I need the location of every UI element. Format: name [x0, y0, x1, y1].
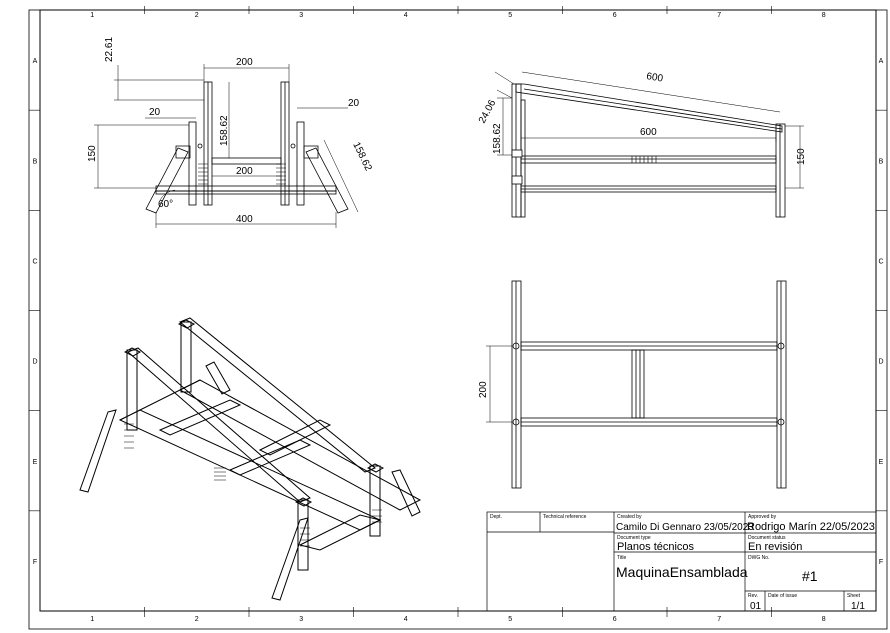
dim-post-height: 158.62: [219, 115, 230, 146]
zone-row-label: D: [878, 359, 883, 366]
dim-mid-width: 200: [236, 166, 253, 177]
isometric-view: [79, 317, 422, 601]
sheet-value: 1/1: [851, 601, 865, 612]
zone-row-label: D: [32, 359, 37, 366]
top-view: [511, 280, 787, 489]
dim-base-length: 600: [640, 127, 657, 138]
zone-column-label: 6: [613, 12, 617, 19]
zone-row-label: C: [32, 258, 37, 265]
created-by-label: Created by: [617, 514, 642, 520]
zone-row-label: C: [878, 258, 883, 265]
zone-row-label: E: [33, 459, 38, 466]
zone-column-label: 4: [404, 616, 408, 623]
zone-column-label: 3: [299, 12, 303, 19]
dim-side-post-height: 158.62: [492, 123, 503, 154]
dwg-no-label: DWG No.: [748, 555, 769, 561]
zone-column-label: 6: [613, 616, 617, 623]
zone-column-label: 7: [717, 12, 721, 19]
zone-column-label: 2: [195, 616, 199, 623]
dim-right-offset: 20: [348, 98, 360, 109]
top-view-dimensions: [486, 345, 512, 423]
rev-value: 01: [750, 601, 762, 612]
zone-row-label: B: [33, 158, 38, 165]
zone-column-label: 8: [822, 12, 826, 19]
dwg-no-value: #1: [802, 568, 818, 584]
side-view-dimension-labels: 600 24.06 158.62 600 150: [477, 71, 807, 165]
dim-leg-length: 158.62: [350, 140, 373, 173]
dim-slope-length: 600: [646, 71, 665, 85]
title-block-text: Dept. Technical reference Created by Cam…: [490, 514, 875, 612]
dim-rise: 24.06: [477, 98, 499, 126]
dim-side-leg-height: 150: [796, 148, 807, 165]
zone-column-label: 8: [822, 616, 826, 623]
approved-by-value: Rodrigo Marín 22/05/2023: [747, 521, 875, 533]
zone-column-label: 7: [717, 616, 721, 623]
dept-label: Dept.: [490, 514, 502, 520]
zone-row-label: E: [879, 459, 884, 466]
zone-row-label: F: [879, 559, 883, 566]
zone-row-label: A: [879, 58, 884, 65]
dim-top-offset: 22.61: [104, 37, 115, 62]
front-view: [145, 81, 349, 214]
zone-row-label: A: [33, 58, 38, 65]
title-block: [486, 511, 877, 612]
dim-angle: 60°: [158, 199, 173, 210]
frame-zone-markers: [29, 6, 887, 617]
zone-column-label: 3: [299, 616, 303, 623]
dim-overall-width: 400: [236, 214, 253, 225]
dim-top-depth: 200: [478, 381, 489, 398]
doc-status-label: Document status: [748, 535, 786, 541]
tech-ref-label: Technical reference: [543, 514, 587, 520]
date-of-issue-label: Date of issue: [768, 593, 797, 599]
dim-inner-width: 200: [236, 57, 253, 68]
title-value: MaquinaEnsamblada: [616, 564, 748, 580]
zone-column-label: 5: [508, 616, 512, 623]
zone-column-label: 4: [404, 12, 408, 19]
doc-type-value: Planos técnicos: [617, 541, 695, 553]
front-view-dimension-labels: 200 22.61 158.62 20 20 150 200 158.62 60…: [87, 37, 374, 225]
approved-by-label: Approved by: [748, 514, 777, 520]
created-by-value: Camilo Di Gennaro 23/05/2023: [616, 522, 754, 533]
doc-status-value: En revisión: [748, 541, 802, 553]
zone-column-label: 2: [195, 12, 199, 19]
zone-column-label: 5: [508, 12, 512, 19]
side-view: [511, 83, 786, 218]
sheet-label: Sheet: [847, 593, 861, 599]
zone-row-label: B: [879, 158, 884, 165]
dim-left-offset: 20: [149, 107, 161, 118]
zone-row-label: F: [33, 559, 37, 566]
side-view-dimensions: [494, 71, 804, 189]
dim-leg-height: 150: [87, 145, 98, 162]
doc-type-label: Document type: [617, 535, 651, 541]
zone-column-label: 1: [90, 616, 94, 623]
front-view-dimensions: [94, 64, 359, 228]
zone-column-label: 1: [90, 12, 94, 19]
title-label: Title: [617, 555, 626, 561]
rev-label: Rev.: [748, 593, 758, 599]
